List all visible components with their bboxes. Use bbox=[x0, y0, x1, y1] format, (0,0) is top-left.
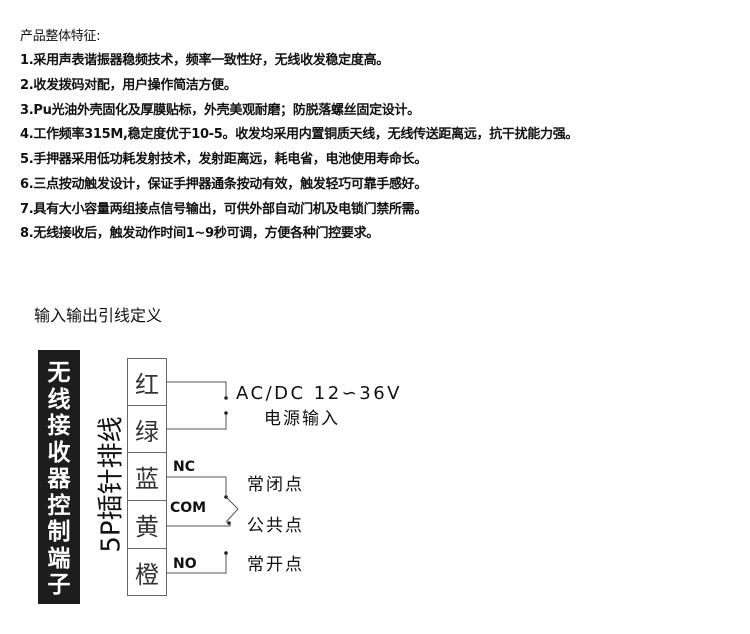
wire-orange: 橙 bbox=[127, 548, 167, 596]
com-label: 公共点 bbox=[247, 516, 304, 536]
feature-item: 3.Pu光油外壳固化及厚膜贴标，外壳美观耐磨；防脱落螺丝固定设计。 bbox=[20, 103, 420, 118]
power-voltage: AC/DC 12∽36V bbox=[236, 383, 402, 404]
feature-item: 5.手押器采用低功耗发射技术，发射距离远，耗电省，电池使用寿命长。 bbox=[20, 152, 428, 167]
feature-item: 8.无线接收后，触发动作时间1~9秒可调，方便各种门控要求。 bbox=[20, 226, 379, 241]
no-label: 常开点 bbox=[247, 555, 304, 575]
feature-item: 1.采用声表谐振器稳频技术，频率一致性好，无线收发稳定度高。 bbox=[20, 53, 389, 68]
feature-item: 4.工作频率315M,稳定度优于10-5。收发均采用内置铜质天线，无线传送距离远… bbox=[20, 127, 579, 142]
nc-signal: NC bbox=[173, 459, 195, 475]
feature-item: 2.收发拨码对配，用户操作简洁方便。 bbox=[20, 78, 237, 93]
com-signal: COM bbox=[170, 500, 207, 516]
wire-red: 红 bbox=[127, 358, 167, 406]
terminal-label-bar: 无线接收器控制端子 bbox=[38, 350, 80, 604]
no-signal: NO bbox=[173, 556, 197, 572]
feature-item: 6.三点按动触发设计，保证手押器通条按动有效，触发轻巧可靠手感好。 bbox=[20, 177, 428, 192]
nc-label: 常闭点 bbox=[247, 475, 304, 495]
terminal-label: 无线接收器控制端子 bbox=[47, 360, 71, 598]
power-label: 电源输入 bbox=[264, 409, 340, 429]
wire-blue: 蓝 bbox=[127, 452, 167, 501]
features-title: 产品整体特征: bbox=[20, 29, 101, 44]
feature-item: 7.具有大小容量两组接点信号输出，可供外部自动门机及电锁门禁所需。 bbox=[20, 202, 428, 217]
diagram-heading: 输入输出引线定义 bbox=[34, 306, 163, 325]
wire-yellow: 黄 bbox=[127, 500, 167, 549]
